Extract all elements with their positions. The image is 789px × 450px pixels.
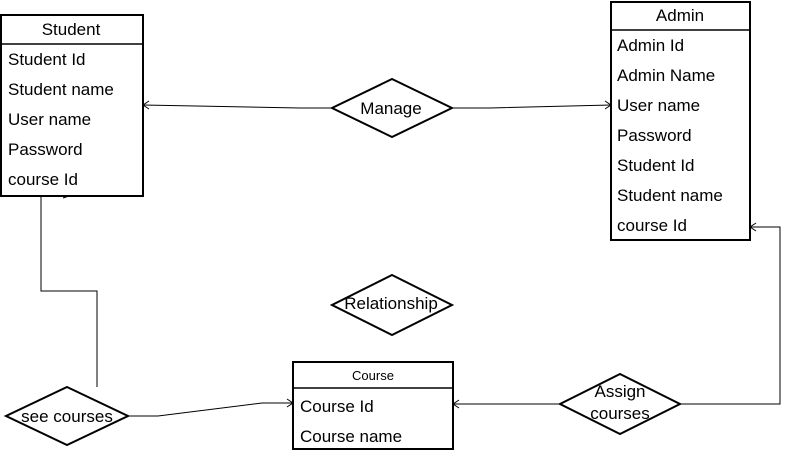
relationship-generic-label: Relationship bbox=[344, 294, 438, 313]
relationship-assign-courses[interactable]: Assign courses bbox=[557, 372, 683, 436]
entity-admin-title: Admin bbox=[656, 6, 704, 25]
entity-admin-attribute: Admin Name bbox=[617, 66, 715, 85]
entity-admin[interactable]: Admin Admin Id Admin Name User name Pass… bbox=[610, 1, 751, 241]
relationship-see-courses[interactable]: see courses bbox=[3, 385, 131, 447]
entity-admin-attribute: Student Id bbox=[617, 156, 695, 175]
entity-student-attribute: User name bbox=[8, 110, 91, 129]
relationship-assign-courses-label-line1: Assign bbox=[594, 382, 645, 401]
relationship-assign-courses-label-line2: courses bbox=[590, 404, 650, 423]
relationship-manage[interactable]: Manage bbox=[329, 77, 455, 139]
entity-course-attribute: Course name bbox=[300, 427, 402, 446]
relationship-generic[interactable]: Relationship bbox=[329, 273, 455, 337]
entity-admin-attribute: Admin Id bbox=[617, 36, 684, 55]
relationship-see-courses-label: see courses bbox=[21, 407, 113, 426]
relationship-manage-label: Manage bbox=[360, 99, 421, 118]
connector-see-courses-course bbox=[128, 398, 294, 417]
entity-admin-attribute: course Id bbox=[617, 216, 687, 235]
entity-course-attribute: Course Id bbox=[300, 397, 374, 416]
connector-course-assign-courses bbox=[452, 399, 560, 409]
entity-course-title: Course bbox=[352, 368, 394, 383]
entity-course[interactable]: Course Course Id Course name bbox=[292, 361, 454, 450]
entity-student-attribute: course Id bbox=[8, 170, 78, 189]
entity-admin-attribute: User name bbox=[617, 96, 700, 115]
connector-assign-courses-admin bbox=[680, 222, 781, 405]
entity-student-attribute: Student Id bbox=[8, 50, 86, 69]
entity-student[interactable]: Student Student Id Student name User nam… bbox=[0, 14, 144, 197]
entity-student-attribute: Password bbox=[8, 140, 83, 159]
entity-admin-attribute: Password bbox=[617, 126, 692, 145]
connector-student-manage bbox=[142, 100, 332, 110]
entity-student-title: Student bbox=[42, 20, 101, 39]
connector-student-see-courses bbox=[40, 193, 98, 387]
entity-student-attribute: Student name bbox=[8, 80, 114, 99]
entity-admin-attribute: Student name bbox=[617, 186, 723, 205]
connector-manage-admin bbox=[452, 100, 612, 110]
